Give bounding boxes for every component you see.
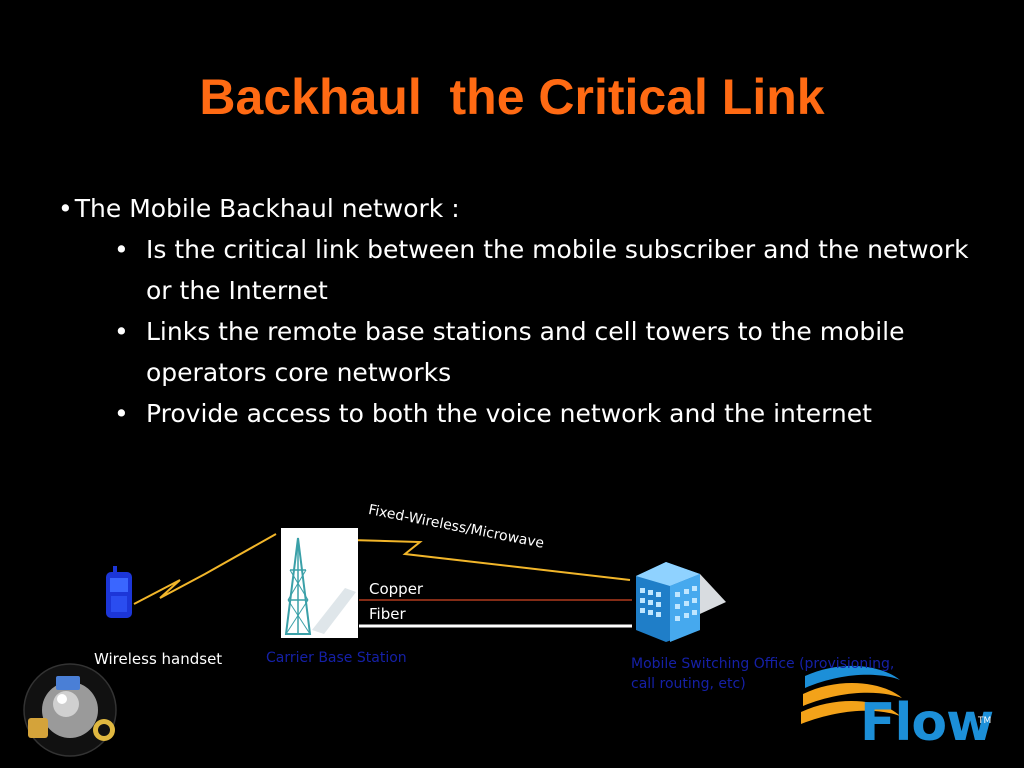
- bullet-marker: •: [114, 399, 129, 428]
- sub-bullet-text: Links the remote base stations and cell …: [146, 317, 905, 387]
- bullet-list: • The Mobile Backhaul network : • Is the…: [58, 188, 998, 434]
- handset-wireless-link: [133, 533, 277, 605]
- trademark-mark: TM: [978, 716, 992, 726]
- sub-bullet-list: • Is the critical link between the mobil…: [58, 229, 998, 434]
- switching-office-label-line2: call routing, etc): [631, 676, 746, 692]
- flow-logo-mark: [801, 665, 902, 724]
- sub-bullet: • Provide access to both the voice netwo…: [58, 393, 998, 434]
- network-diagram: [23, 528, 902, 757]
- slide-title: Backhaul the Critical Link: [199, 69, 825, 125]
- bullet-marker: •: [114, 317, 129, 346]
- bullet-marker: •: [58, 194, 73, 223]
- sub-bullet-text: Provide access to both the voice network…: [146, 399, 872, 428]
- bullet-marker: •: [114, 235, 129, 264]
- mobile-phone-icon: [106, 566, 132, 618]
- switching-office-label-line1: Mobile Switching Office (provisioning,: [631, 656, 895, 672]
- wireless-handset-label: Wireless handset: [94, 650, 223, 668]
- microwave-link: [349, 539, 631, 581]
- building-icon: [636, 562, 726, 642]
- main-bullet: • The Mobile Backhaul network :: [58, 188, 998, 229]
- fiber-label: Fiber: [369, 605, 406, 623]
- network-badge-icon: [23, 663, 117, 757]
- sub-bullet-text: Is the critical link between the mobile …: [146, 235, 969, 305]
- carrier-base-station-label: Carrier Base Station: [266, 650, 407, 666]
- flow-logo-text: Flow: [860, 693, 994, 753]
- cell-tower-icon: [281, 528, 358, 638]
- main-bullet-text: The Mobile Backhaul network :: [74, 194, 460, 223]
- sub-bullet: • Links the remote base stations and cel…: [58, 311, 998, 393]
- sub-bullet: • Is the critical link between the mobil…: [58, 229, 998, 311]
- copper-label: Copper: [369, 580, 424, 598]
